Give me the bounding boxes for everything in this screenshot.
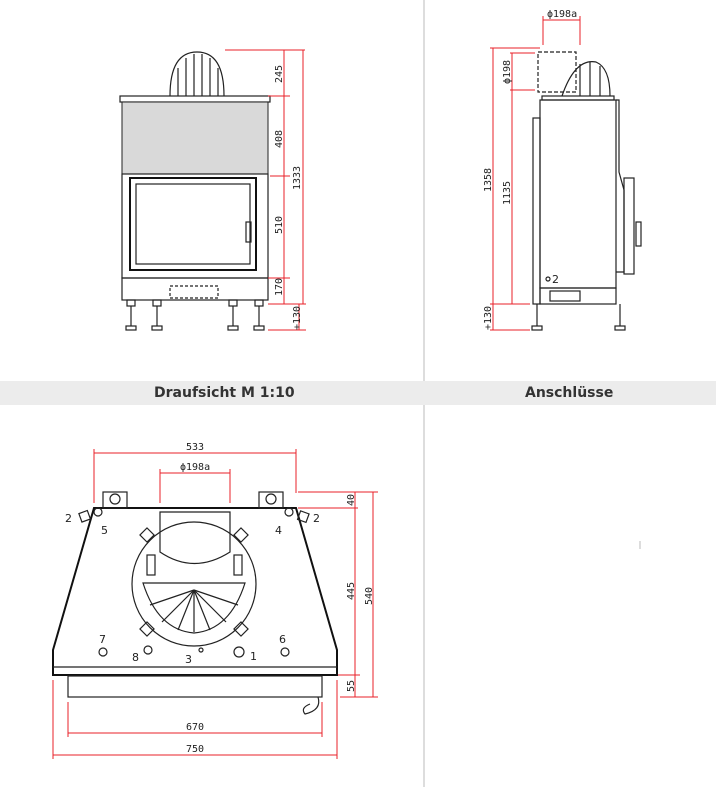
label-5: 5 — [101, 524, 108, 537]
dim-445: 445 — [346, 582, 357, 600]
label-8: 8 — [132, 651, 139, 664]
dim-540: 540 — [364, 587, 375, 605]
dim-198a-top: ϕ198a — [180, 462, 210, 473]
top-view-title: Draufsicht M 1:10 — [154, 385, 295, 401]
dim-245: 245 — [274, 65, 285, 83]
dim-670: 670 — [186, 722, 204, 733]
connections-title: Anschlüsse — [525, 385, 614, 401]
dim-533: 533 — [186, 442, 204, 453]
flue-dome — [169, 51, 225, 97]
side-marker-2: 2 — [552, 273, 559, 286]
dim-130-side: +130 — [483, 306, 494, 330]
front-view: 245 408 510 170 1333 +130 — [119, 49, 306, 331]
dim-408: 408 — [274, 130, 285, 148]
dim-130: +130 — [292, 306, 303, 330]
dim-170: 170 — [274, 278, 285, 296]
label-4: 4 — [275, 524, 282, 537]
label-3: 3 — [185, 653, 192, 666]
dim-750: 750 — [186, 744, 204, 755]
label-2-left: 2 — [65, 512, 72, 525]
dim-55: 55 — [346, 680, 357, 692]
dim-510: 510 — [274, 216, 285, 234]
dim-1358: 1358 — [483, 168, 494, 192]
dim-40: 40 — [346, 494, 357, 506]
label-7: 7 — [99, 633, 106, 646]
side-view: 2 ϕ198a ϕ198 1135 1358 +130 — [483, 9, 642, 331]
top-view: 1 2 2 3 4 5 6 7 8 533 ϕ198a 40 445 540 5… — [52, 442, 378, 759]
dim-1135: 1135 — [502, 181, 513, 205]
label-6: 6 — [279, 633, 286, 646]
dim-1333: 1333 — [292, 166, 303, 190]
dim-198: ϕ198 — [502, 60, 513, 84]
section-header-band — [0, 381, 716, 405]
label-2-right: 2 — [313, 512, 320, 525]
label-1: 1 — [250, 650, 257, 663]
dim-198a: ϕ198a — [547, 9, 577, 20]
